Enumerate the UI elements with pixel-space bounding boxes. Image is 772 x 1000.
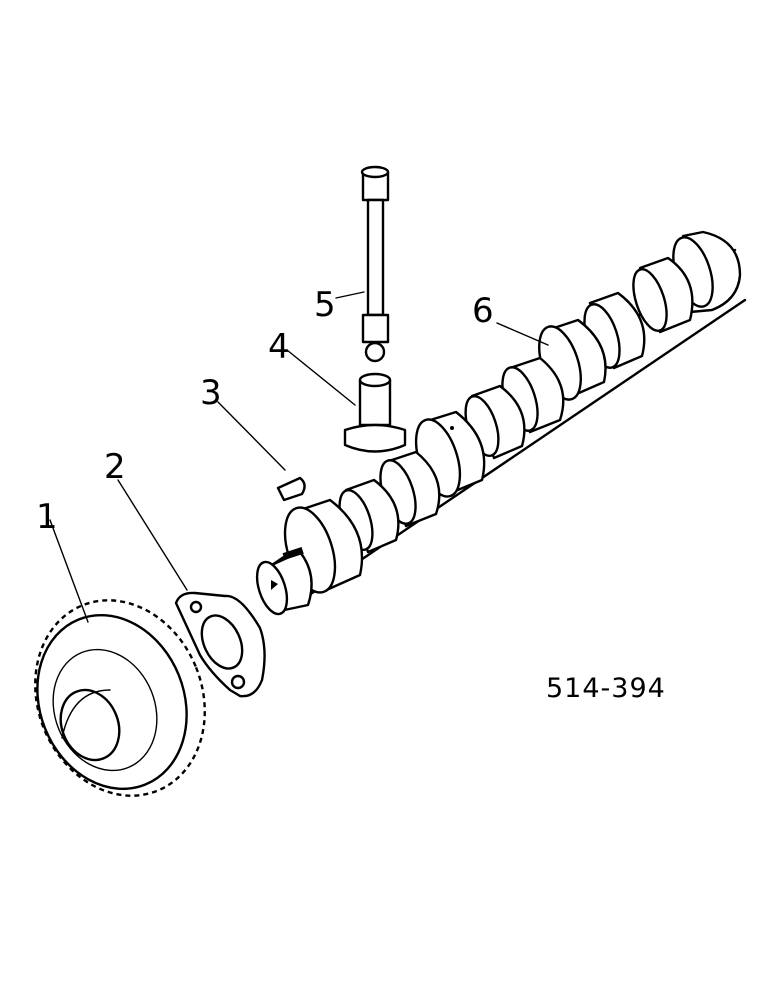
- figure-code: 514-394: [546, 673, 666, 704]
- callout-leader-6: [496, 322, 549, 346]
- callout-leader-3: [217, 401, 286, 471]
- camshaft-lobe: [632, 256, 694, 334]
- camshaft-nose: [255, 547, 313, 616]
- push-rod: [360, 165, 390, 363]
- callout-4: 4: [268, 327, 290, 367]
- callout-5: 5: [314, 285, 336, 325]
- thrust-plate: [174, 591, 266, 698]
- callout-leader-5: [335, 291, 365, 299]
- cam-gear: [34, 599, 206, 797]
- callout-leader-4: [286, 349, 356, 406]
- tappet: [343, 372, 407, 453]
- callout-6: 6: [472, 291, 494, 331]
- callout-3: 3: [200, 373, 222, 413]
- camshaft-lobe: [338, 478, 400, 554]
- woodruff-key: [276, 476, 306, 502]
- callout-1: 1: [36, 497, 58, 537]
- callout-leader-2: [117, 479, 188, 591]
- camshaft: [255, 230, 747, 616]
- callout-leader-1: [49, 519, 89, 623]
- callout-2: 2: [104, 447, 126, 487]
